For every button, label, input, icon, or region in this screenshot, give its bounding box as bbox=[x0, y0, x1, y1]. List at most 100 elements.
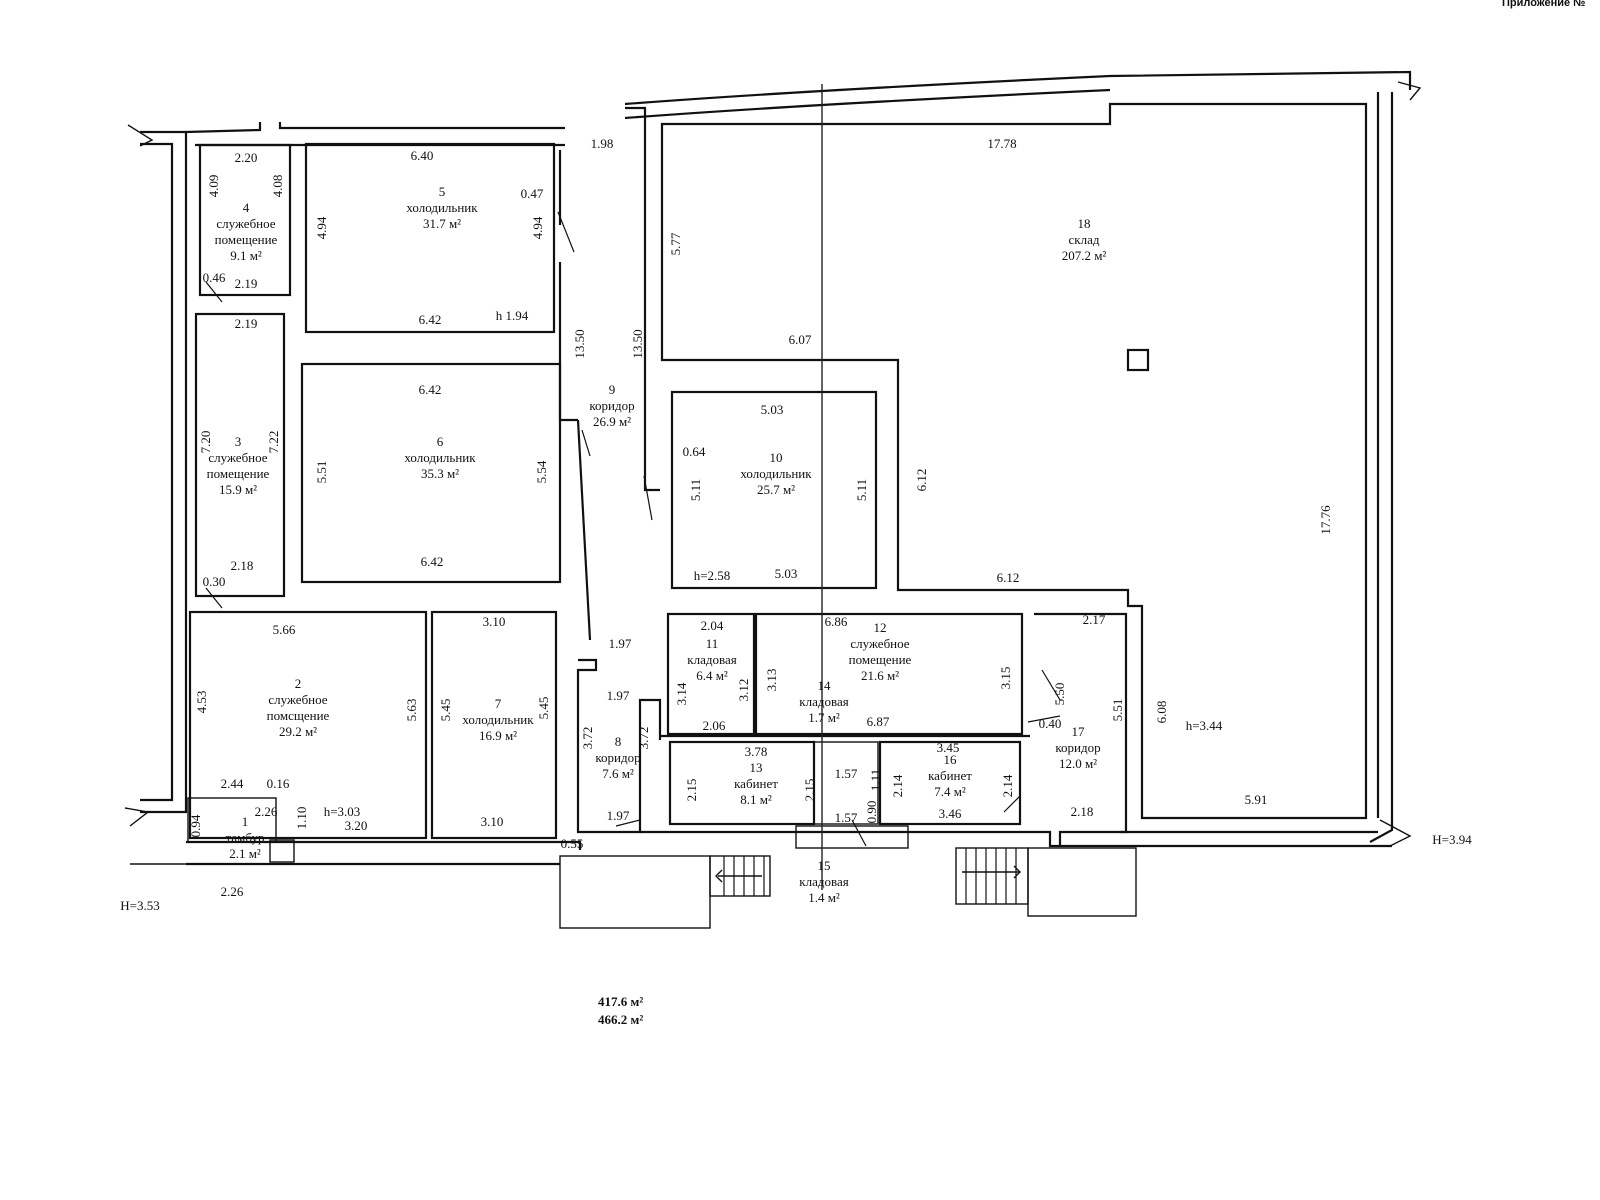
room-15-label-line: 1.4 м² bbox=[808, 890, 840, 905]
room-2-label-line: служебное bbox=[268, 692, 327, 707]
dimension-label: 6.86 bbox=[825, 614, 848, 629]
dimension-label: 3.72 bbox=[636, 727, 651, 750]
dimension-label: 2.17 bbox=[1083, 612, 1106, 627]
room-11-label-line: кладовая bbox=[687, 652, 736, 667]
dimension-label: 6.12 bbox=[914, 469, 929, 492]
dimension-label: 0.46 bbox=[203, 270, 226, 285]
dimension-label: 1.98 bbox=[591, 136, 614, 151]
dimension-label: 2.26 bbox=[255, 804, 278, 819]
dimension-label: 1.10 bbox=[294, 807, 309, 830]
dimension-label: 0.30 bbox=[203, 574, 226, 589]
dimension-label: 4.53 bbox=[194, 691, 209, 714]
room-8-label-line: 7.6 м² bbox=[602, 766, 634, 781]
dimension-label: 0.55 bbox=[561, 836, 584, 851]
room-1-label-line: 2.1 м² bbox=[229, 846, 261, 861]
dimension-label: 6.42 bbox=[419, 312, 442, 327]
dimension-label: 17.76 bbox=[1318, 505, 1333, 535]
dimension-label: 5.66 bbox=[273, 622, 296, 637]
dimension-label: 3.20 bbox=[345, 818, 368, 833]
dimension-label: 2.06 bbox=[703, 718, 726, 733]
dimension-label: 6.87 bbox=[867, 714, 890, 729]
room-1-outline bbox=[187, 797, 277, 843]
dimension-label: 3.72 bbox=[580, 727, 595, 750]
dimension-label: 0.47 bbox=[521, 186, 544, 201]
dimension-label: 5.54 bbox=[534, 460, 549, 483]
dimension-label: H=3.53 bbox=[120, 898, 159, 913]
dimension-label: 5.03 bbox=[761, 402, 784, 417]
room-12-label-line: 12 bbox=[874, 620, 887, 635]
dimension-label: 2.44 bbox=[221, 776, 244, 791]
room-11-label-line: 6.4 м² bbox=[696, 668, 728, 683]
room-11-outline bbox=[666, 612, 756, 736]
room-7-outline bbox=[430, 610, 558, 840]
dimension-label: 6.42 bbox=[421, 554, 444, 569]
dimension-label: 2.14 bbox=[1000, 774, 1015, 797]
dimension-label: 1.97 bbox=[609, 636, 632, 651]
column bbox=[1126, 348, 1150, 372]
room-3-label-line: 3 bbox=[235, 434, 242, 449]
dimension-label: 0.94 bbox=[188, 814, 203, 837]
room-1-label-line: 1 bbox=[242, 814, 249, 829]
room-17-outline bbox=[1034, 612, 1128, 846]
room-8-label-line: 8 bbox=[615, 734, 622, 749]
room-18-label-line: 18 bbox=[1078, 216, 1091, 231]
dimension-label: 2.18 bbox=[1071, 804, 1094, 819]
room-18-label-line: склад bbox=[1069, 232, 1100, 247]
room-13-label-line: 8.1 м² bbox=[740, 792, 772, 807]
dimension-label: 5.11 bbox=[688, 479, 703, 501]
room-10-label-line: 25.7 м² bbox=[757, 482, 795, 497]
room-9-label-line: коридор bbox=[589, 398, 634, 413]
dimension-label: H=3.94 bbox=[1432, 832, 1472, 847]
room-6-label-line: холодильник bbox=[404, 450, 476, 465]
room-14-outline bbox=[813, 741, 879, 825]
room-4-label-line: служебное bbox=[216, 216, 275, 231]
dimension-label: 6.07 bbox=[789, 332, 812, 347]
room-2-label-line: 29.2 м² bbox=[279, 724, 317, 739]
room-8-label-line: коридор bbox=[595, 750, 640, 765]
room-5-outline bbox=[304, 142, 556, 334]
dimension-label: h=3.03 bbox=[324, 804, 361, 819]
room-17-label-line: 12.0 м² bbox=[1059, 756, 1097, 771]
room-15-outline bbox=[795, 825, 909, 849]
dimension-label: 2.15 bbox=[684, 779, 699, 802]
room-9-outline bbox=[558, 106, 660, 641]
dimension-label: 6.12 bbox=[997, 570, 1020, 585]
dimension-label: 13.50 bbox=[630, 329, 645, 358]
dimension-label: 1.57 bbox=[835, 810, 858, 825]
entrance-left bbox=[559, 855, 771, 929]
dimension-label: 4.94 bbox=[530, 216, 545, 239]
room-1-label-line: тамбур bbox=[226, 830, 265, 845]
room-10-label-line: 10 bbox=[770, 450, 783, 465]
dimension-label: 4.09 bbox=[206, 175, 221, 198]
room-5-label-line: холодильник bbox=[406, 200, 478, 215]
dimension-label: 2.04 bbox=[701, 618, 724, 633]
dimension-label: 3.10 bbox=[481, 814, 504, 829]
dimension-label: 7.22 bbox=[266, 431, 281, 454]
room-6-outline bbox=[300, 362, 562, 584]
dimension-label: 1.11 bbox=[868, 769, 883, 791]
room-16-outline bbox=[878, 740, 1022, 826]
room-14-label-line: 14 bbox=[818, 678, 832, 693]
dimension-label: 1.57 bbox=[835, 766, 858, 781]
room-11-label-line: 11 bbox=[706, 636, 719, 651]
room-2-outline bbox=[188, 610, 428, 840]
dimension-label: 5.91 bbox=[1245, 792, 1268, 807]
dimension-label: 4.94 bbox=[314, 216, 329, 239]
room-16-label-line: кабинет bbox=[928, 768, 972, 783]
outer-walls bbox=[124, 70, 1422, 866]
door-marks bbox=[205, 211, 1061, 847]
dimension-label: 5.51 bbox=[1110, 699, 1125, 722]
room-7-label-line: холодильник bbox=[462, 712, 534, 727]
dimension-label: 3.78 bbox=[745, 744, 768, 759]
room-3-outline bbox=[194, 312, 286, 598]
dimension-label: 3.15 bbox=[998, 667, 1013, 690]
room-2-label-line: помсщение bbox=[267, 708, 330, 723]
dimension-label: 7.20 bbox=[198, 431, 213, 454]
dimension-label: 3.46 bbox=[939, 806, 962, 821]
room-6-label-line: 35.3 м² bbox=[421, 466, 459, 481]
room-16-label-line: 7.4 м² bbox=[934, 784, 966, 799]
entrance-right bbox=[955, 847, 1137, 917]
